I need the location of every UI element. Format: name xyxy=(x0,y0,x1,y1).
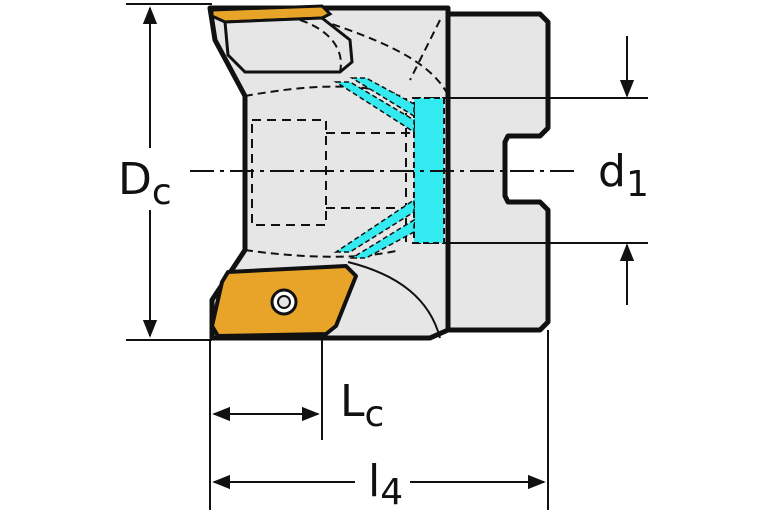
label-Dc: Dc xyxy=(118,154,172,213)
insert-bottom xyxy=(210,264,358,338)
shank xyxy=(445,11,551,333)
dim-Lc xyxy=(209,334,323,510)
label-d1: d1 xyxy=(598,146,649,205)
dim-Dc xyxy=(126,3,212,341)
label-l4: l4 xyxy=(368,456,403,513)
insert-top xyxy=(210,4,354,74)
dim-l4 xyxy=(212,330,549,510)
label-Lc: Lc xyxy=(340,376,384,435)
dim-d1 xyxy=(448,36,648,305)
